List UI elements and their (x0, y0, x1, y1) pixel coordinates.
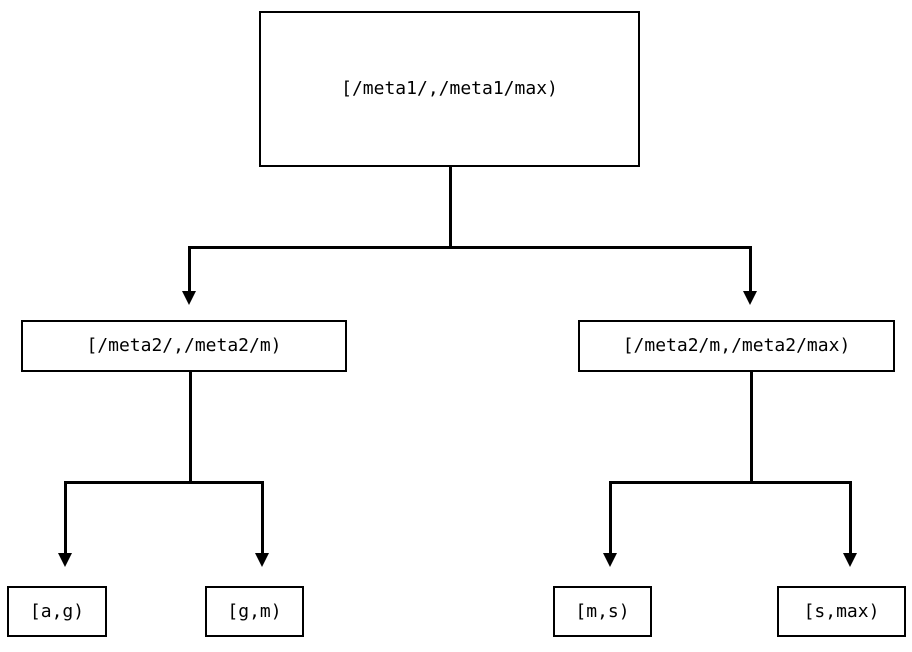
edge-root-stem (449, 167, 452, 249)
tree-node-leaf-ms-label: [m,s) (575, 600, 630, 622)
tree-node-root-label: [/meta1/,/meta1/max) (341, 78, 558, 99)
edge-mid-left-to-leaf-ag-drop (64, 481, 67, 553)
edge-mid-left-to-leaf-gm-drop (261, 481, 264, 553)
tree-node-mid-left-label: [/meta2/,/meta2/m) (86, 335, 282, 356)
edge-mid-left-stem (189, 372, 192, 484)
edge-mid-right-to-leaf-smax-drop (849, 481, 852, 553)
tree-node-leaf-ag[interactable]: [a,g) (7, 586, 107, 637)
edge-mid-right-horizontal-bar (609, 481, 852, 484)
arrowhead-down-icon-mid-right (743, 291, 757, 305)
arrowhead-down-icon-leaf-gm (255, 553, 269, 567)
edge-mid-right-to-leaf-ms-drop (609, 481, 612, 553)
edge-mid-left-horizontal-bar (64, 481, 264, 484)
edge-root-to-mid-right-drop (749, 246, 752, 291)
tree-node-leaf-gm-label: [g,m) (227, 600, 282, 622)
tree-node-leaf-ag-label: [a,g) (29, 600, 85, 622)
tree-node-leaf-smax-label: [s,max) (803, 600, 880, 622)
edge-root-to-mid-left-drop (188, 246, 191, 291)
tree-node-root[interactable]: [/meta1/,/meta1/max) (259, 11, 640, 167)
arrowhead-down-icon-mid-left (182, 291, 196, 305)
tree-node-mid-right-label: [/meta2/m,/meta2/max) (622, 335, 851, 356)
tree-node-leaf-ms[interactable]: [m,s) (553, 586, 652, 637)
edge-root-horizontal-bar (188, 246, 752, 249)
arrowhead-down-icon-leaf-ms (603, 553, 617, 567)
tree-node-mid-left[interactable]: [/meta2/,/meta2/m) (21, 320, 347, 372)
tree-node-leaf-gm[interactable]: [g,m) (205, 586, 304, 637)
arrowhead-down-icon-leaf-smax (843, 553, 857, 567)
tree-node-mid-right[interactable]: [/meta2/m,/meta2/max) (578, 320, 895, 372)
tree-node-leaf-smax[interactable]: [s,max) (777, 586, 906, 637)
edge-mid-right-stem (750, 372, 753, 484)
arrowhead-down-icon-leaf-ag (58, 553, 72, 567)
